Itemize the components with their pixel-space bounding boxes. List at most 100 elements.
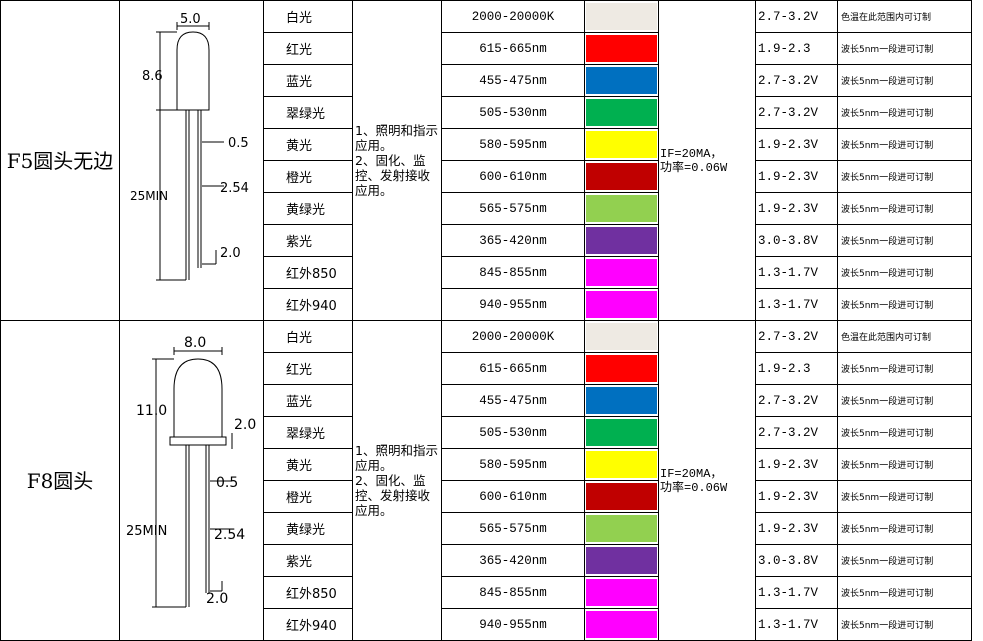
customization-note: 波长5nm一段进可订制 [837,96,972,129]
wavelength: 365-420nm [441,224,585,257]
forward-voltage: 2.7-3.2V [755,384,838,417]
forward-voltage: 1.9-2.3V [755,480,838,513]
color-name: 翠绿光 [263,96,353,129]
wavelength: 580-595nm [441,448,585,481]
dimension-drawing-cell: 5.0 8.6 0.5 2.54 25MIN 2.0 [119,0,264,321]
customization-note: 波长5nm一段进可订制 [837,256,972,289]
wavelength: 565-575nm [441,192,585,225]
forward-voltage: 1.3-1.7V [755,576,838,609]
color-swatch [584,480,659,513]
f8-gap-label: 2.0 [206,591,228,607]
customization-note: 波长5nm一段进可订制 [837,512,972,545]
color-name: 黄光 [263,448,353,481]
color-name: 紫光 [263,544,353,577]
color-swatch [584,384,659,417]
wavelength: 505-530nm [441,96,585,129]
customization-note: 色温在此范围内可订制 [837,0,972,33]
color-swatch-fill [586,451,657,478]
f5-pitch-label: 2.54 [220,181,249,196]
forward-voltage: 3.0-3.8V [755,544,838,577]
wavelength: 940-955nm [441,608,585,641]
customization-note: 波长5nm一段进可订制 [837,384,972,417]
color-name: 红光 [263,352,353,385]
table-row: F8圆头 8.0 11.0 2.0 0.5 2.54 [0,320,972,641]
wavelength: 580-595nm [441,128,585,161]
f8-height-label: 11.0 [136,403,167,419]
color-name: 橙光 [263,160,353,193]
color-swatch-fill [586,131,657,158]
wavelength: 565-575nm [441,512,585,545]
color-name: 红外940 [263,608,353,641]
forward-voltage: 3.0-3.8V [755,224,838,257]
application-text: 1、照明和指示应用。 2、固化、监控、发射接收应用。 [352,0,442,321]
forward-voltage: 1.9-2.3V [755,448,838,481]
color-swatch [584,448,659,481]
f8-pitch-label: 2.54 [214,527,245,543]
color-swatch-fill [586,67,657,94]
application-text: 1、照明和指示应用。 2、固化、监控、发射接收应用。 [352,320,442,641]
color-name: 蓝光 [263,64,353,97]
wavelength: 940-955nm [441,288,585,321]
test-condition: IF=20MA， 功率=0.06W [658,0,756,321]
color-swatch-fill [586,387,657,414]
customization-note: 波长5nm一段进可订制 [837,128,972,161]
color-swatch [584,544,659,577]
wavelength: 615-665nm [441,352,585,385]
forward-voltage: 2.7-3.2V [755,416,838,449]
color-swatch-fill [586,579,657,606]
customization-note: 波长5nm一段进可订制 [837,32,972,65]
color-swatch-fill [586,291,657,318]
customization-note: 波长5nm一段进可订制 [837,416,972,449]
color-swatch [584,256,659,289]
test-condition: IF=20MA， 功率=0.06W [658,320,756,641]
color-swatch-fill [586,547,657,574]
color-swatch-fill [586,323,657,350]
customization-note: 波长5nm一段进可订制 [837,608,972,641]
color-swatch [584,352,659,385]
customization-note: 波长5nm一段进可订制 [837,576,972,609]
color-name: 红光 [263,32,353,65]
forward-voltage: 1.9-2.3V [755,192,838,225]
color-name: 紫光 [263,224,353,257]
color-swatch [584,608,659,641]
forward-voltage: 2.7-3.2V [755,320,838,353]
f8-length-label: 25MIN [126,524,167,539]
color-swatch-fill [586,195,657,222]
f8-width-label: 8.0 [184,335,206,351]
forward-voltage: 1.9-2.3V [755,128,838,161]
color-swatch [584,160,659,193]
color-swatch-fill [586,3,657,30]
forward-voltage: 1.9-2.3 [755,352,838,385]
color-swatch [584,64,659,97]
color-swatch-fill [586,611,657,638]
color-swatch-fill [586,99,657,126]
wavelength: 845-855nm [441,256,585,289]
color-name: 白光 [263,0,353,33]
forward-voltage: 1.9-2.3V [755,160,838,193]
wavelength: 615-665nm [441,32,585,65]
wavelength: 600-610nm [441,160,585,193]
f8-led-dimension-drawing: 8.0 11.0 2.0 0.5 2.54 25MIN 2.0 [126,335,256,608]
color-swatch-fill [586,35,657,62]
customization-note: 波长5nm一段进可订制 [837,352,972,385]
forward-voltage: 2.7-3.2V [755,96,838,129]
color-name: 红外850 [263,576,353,609]
f8-flange-label: 2.0 [234,417,256,433]
f5-led-dimension-drawing: 5.0 8.6 0.5 2.54 25MIN 2.0 [130,12,249,281]
color-name: 白光 [263,320,353,353]
color-name: 翠绿光 [263,416,353,449]
color-swatch [584,576,659,609]
customization-note: 色温在此范围内可订制 [837,320,972,353]
wavelength: 455-475nm [441,64,585,97]
forward-voltage: 1.3-1.7V [755,256,838,289]
wavelength: 455-475nm [441,384,585,417]
forward-voltage: 1.3-1.7V [755,288,838,321]
color-swatch [584,512,659,545]
color-name: 黄光 [263,128,353,161]
